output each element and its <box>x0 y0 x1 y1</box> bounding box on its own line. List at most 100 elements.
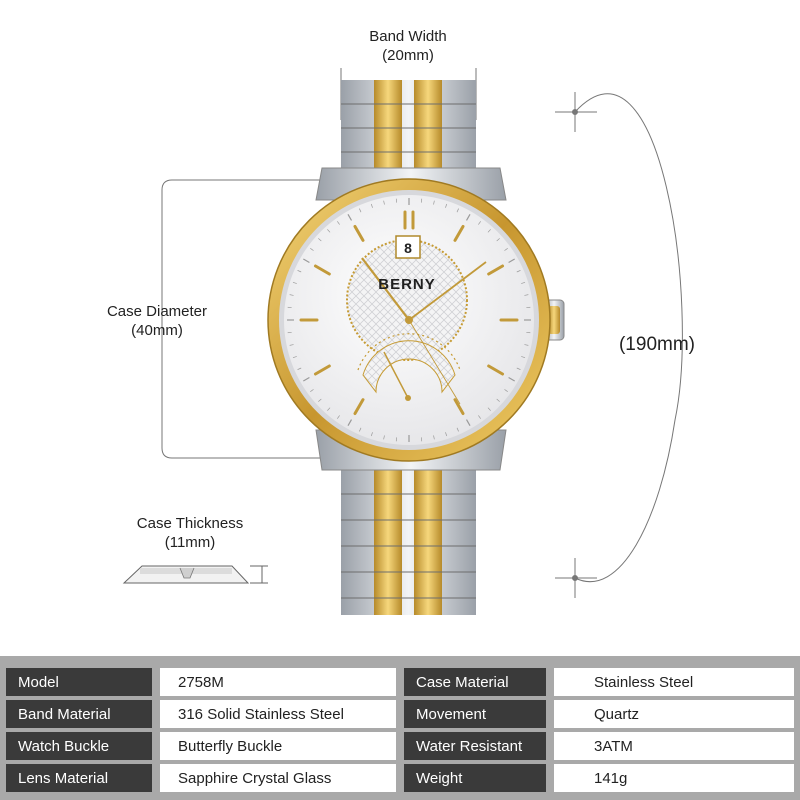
spec-value: Sapphire Crystal Glass <box>160 764 396 792</box>
minute-tick <box>433 435 435 440</box>
minute-tick <box>508 258 515 264</box>
spec-value: 316 Solid Stainless Steel <box>160 700 396 728</box>
minute-tick <box>297 270 302 273</box>
spec-label: Band Material <box>6 700 152 728</box>
band-width-value: (20mm) <box>382 47 434 64</box>
minute-tick <box>292 356 297 359</box>
case-diameter-label: Case Diameter (40mm) <box>92 302 222 340</box>
case-thickness-value: (11mm) <box>164 534 216 551</box>
minute-tick <box>478 221 481 225</box>
minute-tick <box>496 398 500 402</box>
case-thickness-title: Case Thickness <box>136 515 244 532</box>
spec-value: 2758M <box>160 668 396 696</box>
minute-tick <box>383 435 385 440</box>
guilloche-center <box>346 239 468 361</box>
case-thickness-label: Case Thickness (11mm) <box>120 514 260 552</box>
hour-marker <box>313 364 331 376</box>
hour-marker <box>487 364 505 376</box>
case-diameter-value: (40mm) <box>131 322 183 339</box>
spec-label: Weight <box>404 764 546 792</box>
minute-tick <box>478 415 481 419</box>
minute-tick <box>292 281 297 284</box>
table-row: Lens Material Sapphire Crystal Glass Wei… <box>6 764 794 792</box>
minute-tick <box>318 238 322 242</box>
minute-tick <box>445 203 448 208</box>
minute-tick <box>487 229 491 233</box>
minute-tick <box>327 407 331 411</box>
spec-label: Watch Buckle <box>6 732 152 760</box>
minute-tick <box>359 208 362 213</box>
minute-tick <box>318 398 322 402</box>
minute-tick <box>516 367 521 370</box>
twelve-marker <box>403 210 415 230</box>
minute-tick <box>521 281 526 284</box>
spec-table: Model 2758M Case Material Stainless Stee… <box>0 656 800 800</box>
hour-marker <box>453 398 465 416</box>
band-width-title: Band Width <box>369 28 447 45</box>
minute-tick <box>310 248 314 251</box>
minute-tick <box>516 270 521 273</box>
spec-label: Lens Material <box>6 764 152 792</box>
length-value: (190mm) <box>618 334 695 355</box>
minute-tick <box>297 367 302 370</box>
spec-label: Movement <box>404 700 546 728</box>
minute-tick <box>465 214 471 221</box>
minute-tick <box>347 214 353 221</box>
spec-value: Stainless Steel <box>554 668 794 696</box>
band-width-label: Band Width (20mm) <box>330 27 486 65</box>
table-row: Band Material 316 Solid Stainless Steel … <box>6 700 794 728</box>
minute-tick <box>289 294 294 296</box>
minute-tick <box>504 389 508 392</box>
minute-tick <box>496 238 500 242</box>
minute-tick <box>327 229 331 233</box>
minute-tick <box>289 344 294 346</box>
minute-tick <box>524 294 529 296</box>
case-diameter-title: Case Diameter <box>106 303 208 320</box>
spec-grid: Model 2758M Case Material Stainless Stee… <box>6 664 794 796</box>
minute-tick <box>370 203 373 208</box>
minute-tick <box>504 248 508 251</box>
minute-tick <box>456 427 459 432</box>
hour-marker <box>487 264 505 276</box>
length-label: (190mm) <box>602 335 712 354</box>
spec-value: 141g <box>554 764 794 792</box>
spec-label: Case Material <box>404 668 546 696</box>
minute-tick <box>303 258 310 264</box>
minute-tick <box>310 389 314 392</box>
table-row: Watch Buckle Butterfly Buckle Water Resi… <box>6 732 794 760</box>
minute-track <box>287 198 531 442</box>
case-thickness-profile <box>122 565 268 584</box>
length-arc <box>555 92 683 598</box>
minute-tick <box>347 419 353 426</box>
minute-tick <box>487 407 491 411</box>
minute-tick <box>337 415 340 419</box>
spec-value: 3ATM <box>554 732 794 760</box>
spec-value: Quartz <box>554 700 794 728</box>
watch-drawing: BERNY 8 <box>122 68 683 615</box>
minute-tick <box>337 221 340 225</box>
minute-tick <box>524 344 529 346</box>
case-diameter-bracket <box>161 179 330 459</box>
hour-markers <box>299 210 519 416</box>
minute-tick <box>456 208 459 213</box>
minute-tick <box>521 356 526 359</box>
minute-tick <box>303 376 310 382</box>
spec-value: Butterfly Buckle <box>160 732 396 760</box>
minute-tick <box>359 427 362 432</box>
minute-tick <box>370 432 373 437</box>
watch-hands <box>361 257 487 405</box>
minute-tick <box>383 200 385 205</box>
spec-label: Model <box>6 668 152 696</box>
retrograde-subdial <box>357 333 461 401</box>
date-window <box>395 235 421 259</box>
spec-label: Water Resistant <box>404 732 546 760</box>
hour-marker <box>453 224 465 242</box>
hour-marker <box>353 398 365 416</box>
product-illustration: BERNY 8 Band Width (20mm) Case Diameter … <box>92 27 712 615</box>
minute-tick <box>445 432 448 437</box>
date-window-number: 8 <box>404 240 412 256</box>
minute-tick <box>433 200 435 205</box>
table-row: Model 2758M Case Material Stainless Stee… <box>6 668 794 696</box>
hour-marker <box>313 264 331 276</box>
hour-marker <box>353 224 365 242</box>
